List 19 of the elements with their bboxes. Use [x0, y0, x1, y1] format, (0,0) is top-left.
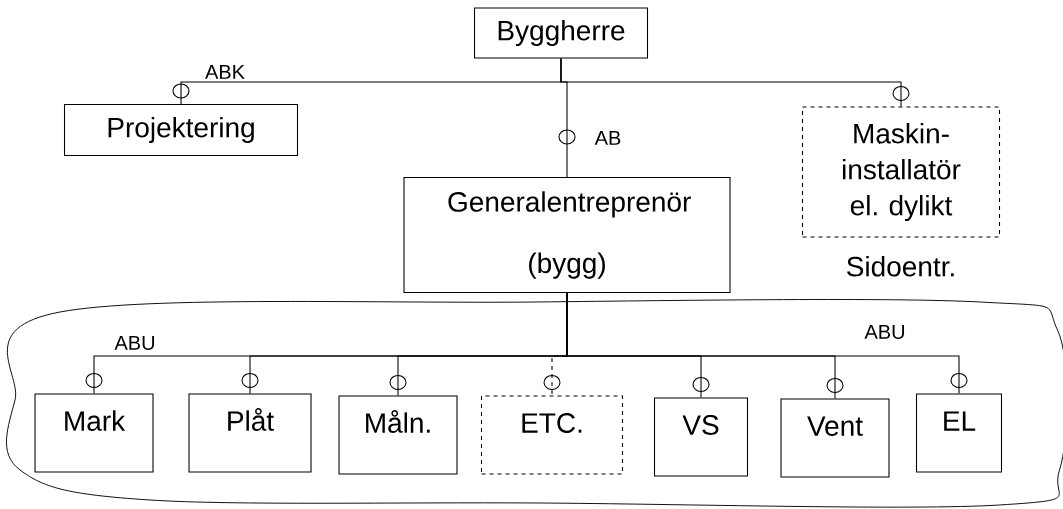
edge-label: AB: [593, 129, 623, 147]
box: Byggherre: [473, 7, 649, 59]
box: Projektering: [63, 103, 299, 157]
box: Måln.: [338, 395, 458, 475]
group-outline: [6, 299, 1063, 508]
box: Plåt: [188, 393, 312, 473]
box: EL: [915, 393, 1003, 473]
box: Mark: [34, 393, 154, 473]
box: VS: [653, 397, 749, 477]
edge-label: ABK: [203, 63, 247, 81]
connector: [566, 292, 960, 394]
contract-label: ABU: [114, 336, 155, 350]
box: Generalentreprenör (bygg): [403, 176, 731, 294]
box: Vent: [780, 398, 890, 478]
contract-label: ABU: [864, 325, 905, 339]
box: Maskin-installatör el. dylikt: [801, 106, 1001, 238]
box: ETC.: [480, 395, 624, 475]
node-label: Sidoentr.: [847, 255, 954, 277]
connector: [560, 58, 902, 107]
